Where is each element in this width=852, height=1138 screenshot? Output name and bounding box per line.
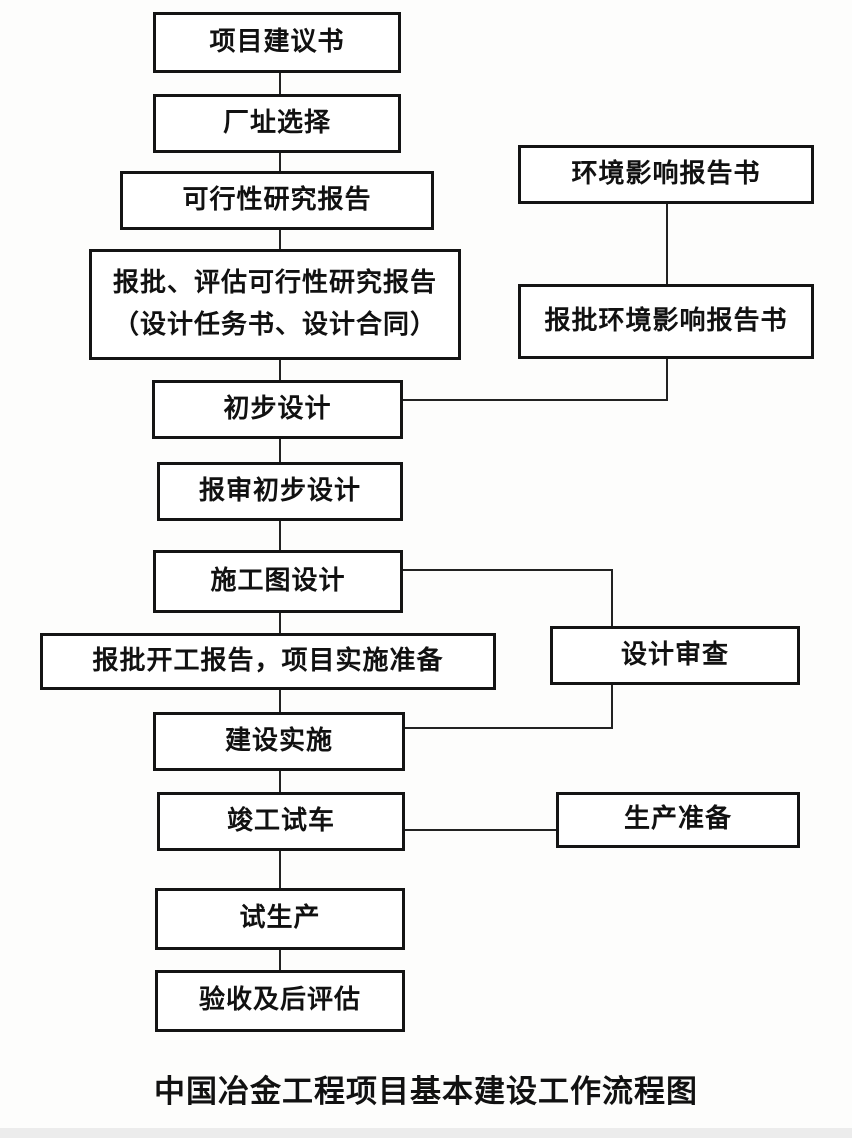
node-label: 项目建议书 [209, 26, 345, 57]
node-preliminary-design: 初步设计 [152, 380, 403, 439]
node-label: 厂址选择 [222, 107, 331, 138]
node-trial-production: 试生产 [155, 888, 405, 950]
node-label: 初步设计 [223, 393, 332, 424]
node-project-proposal: 项目建议书 [153, 12, 401, 73]
node-label-line1: 报批、评估可行性研究报告 [112, 267, 437, 298]
node-construction-drawing-design: 施工图设计 [153, 550, 403, 613]
node-label: 报审初步设计 [198, 475, 361, 506]
node-approve-start-report: 报批开工报告，项目实施准备 [40, 633, 496, 690]
node-review-preliminary-design: 报审初步设计 [157, 462, 403, 521]
node-label: 建设实施 [224, 725, 333, 756]
node-label: 竣工试车 [226, 805, 335, 836]
node-acceptance-evaluation: 验收及后评估 [155, 970, 405, 1032]
node-design-review: 设计审查 [550, 626, 800, 685]
node-site-selection: 厂址选择 [153, 94, 401, 153]
node-label: 试生产 [239, 903, 321, 934]
node-label: 可行性研究报告 [182, 184, 372, 215]
node-completion-trial-run: 竣工试车 [157, 792, 405, 851]
node-production-preparation: 生产准备 [556, 792, 800, 848]
connector-drawing-to-design-review [403, 569, 613, 626]
node-label: 环境影响报告书 [571, 158, 761, 189]
node-label: 报批开工报告，项目实施准备 [92, 645, 444, 676]
node-label: 生产准备 [623, 804, 732, 835]
node-label: 施工图设计 [210, 565, 346, 596]
node-feasibility-study: 可行性研究报告 [120, 171, 434, 230]
bottom-edge-strip [0, 1128, 852, 1138]
node-label-line2: （设计任务书、设计合同） [112, 309, 437, 340]
node-label: 设计审查 [620, 639, 729, 670]
node-approve-eia: 报批环境影响报告书 [518, 284, 814, 359]
node-approve-feasibility: 报批、评估可行性研究报告 （设计任务书、设计合同） [89, 249, 461, 360]
node-construction: 建设实施 [153, 712, 405, 771]
node-eia-report: 环境影响报告书 [518, 145, 814, 204]
node-label: 验收及后评估 [198, 985, 361, 1016]
connector-design-review-to-construction [405, 685, 613, 729]
connector-approve-eia-to-preliminary [403, 359, 668, 401]
diagram-caption: 中国冶金工程项目基本建设工作流程图 [154, 1074, 698, 1110]
node-label: 报批环境影响报告书 [544, 305, 788, 336]
